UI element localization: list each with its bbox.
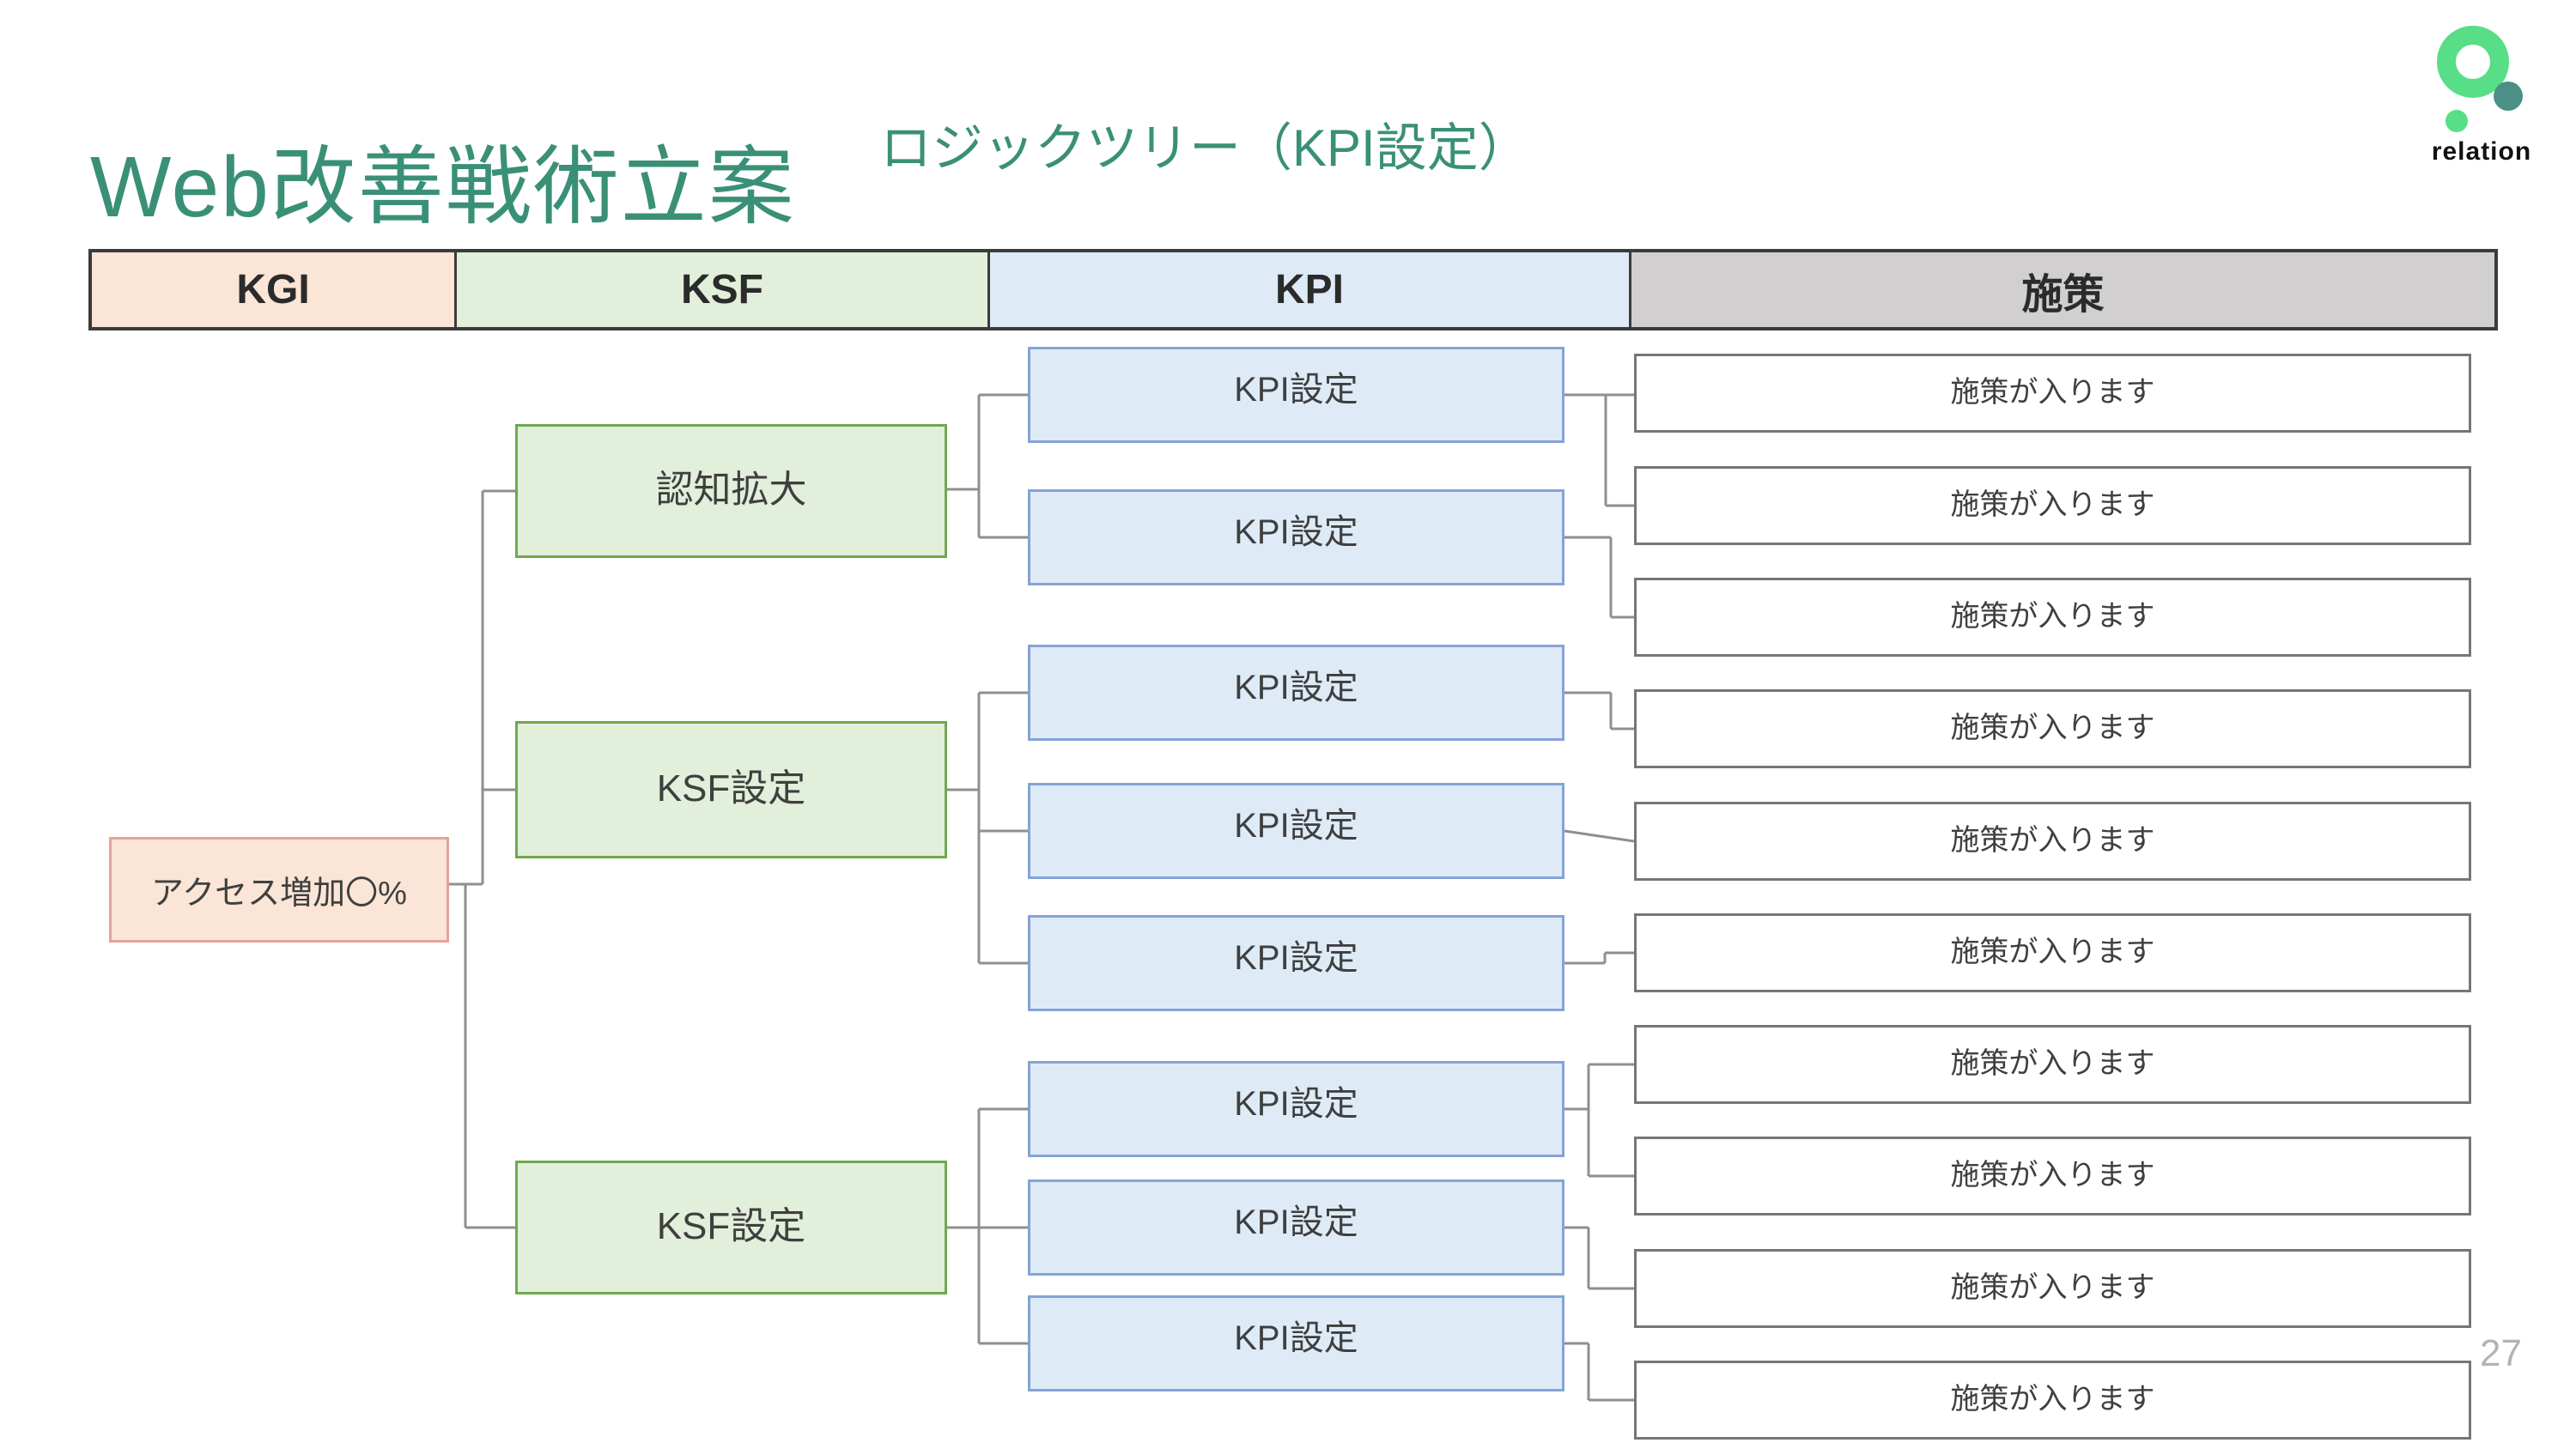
action-node: 施策が入ります bbox=[1634, 1137, 2471, 1216]
logo-ring-icon bbox=[2437, 26, 2509, 98]
page-title: Web改善戦術立案 bbox=[90, 139, 796, 235]
logo-text: relation bbox=[2431, 137, 2532, 166]
action-node: 施策が入ります bbox=[1634, 466, 2471, 545]
ksf-node: KSF設定 bbox=[515, 721, 947, 858]
kpi-node: KPI設定 bbox=[1028, 489, 1564, 585]
page-number: 27 bbox=[2480, 1332, 2522, 1374]
ksf-node: 認知拡大 bbox=[515, 424, 947, 558]
logo-dot-teal-icon bbox=[2494, 82, 2523, 111]
action-node: 施策が入ります bbox=[1634, 1025, 2471, 1104]
action-node: 施策が入ります bbox=[1634, 354, 2471, 433]
ksf-node: KSF設定 bbox=[515, 1161, 947, 1294]
kpi-node: KPI設定 bbox=[1028, 783, 1564, 879]
kpi-node: KPI設定 bbox=[1028, 1061, 1564, 1157]
header-cell-ksf: KSF bbox=[454, 252, 987, 327]
kpi-node: KPI設定 bbox=[1028, 1179, 1564, 1276]
kpi-node: KPI設定 bbox=[1028, 1295, 1564, 1391]
kpi-node: KPI設定 bbox=[1028, 645, 1564, 741]
action-node: 施策が入ります bbox=[1634, 578, 2471, 657]
action-node: 施策が入ります bbox=[1634, 913, 2471, 992]
logo-dot-small-icon bbox=[2445, 110, 2468, 132]
action-node: 施策が入ります bbox=[1634, 1361, 2471, 1440]
action-node: 施策が入ります bbox=[1634, 802, 2471, 881]
kpi-node: KPI設定 bbox=[1028, 347, 1564, 443]
kgi-node: アクセス増加〇% bbox=[109, 837, 449, 943]
header-cell-shisaku: 施策 bbox=[1629, 252, 2494, 327]
action-node: 施策が入ります bbox=[1634, 1249, 2471, 1328]
kpi-node: KPI設定 bbox=[1028, 915, 1564, 1011]
header-cell-kgi: KGI bbox=[92, 252, 454, 327]
page-subtitle: ロジックツリー（KPI設定） bbox=[880, 119, 1530, 177]
logo: relation bbox=[2421, 15, 2576, 170]
action-node: 施策が入ります bbox=[1634, 689, 2471, 768]
header-cell-kpi: KPI bbox=[987, 252, 1629, 327]
